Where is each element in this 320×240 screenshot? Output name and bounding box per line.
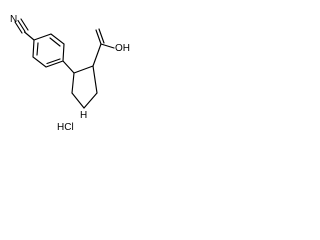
acid-oh-bond [100, 43, 115, 49]
pyrrolidine-ring [62, 60, 98, 109]
benzene-double-bond-3 [36, 42, 39, 56]
ring-amine-and-salt: H HCl [57, 110, 87, 133]
ring-nh-label: H [80, 110, 87, 121]
c5-n-bond [71, 92, 85, 109]
c3-c4-bond [73, 65, 94, 74]
nitrile-group: N [10, 14, 35, 41]
carboxylic-acid-group: OH [92, 28, 130, 67]
nitrile-triple-bond-b [17, 19, 26, 33]
c4-c5-bond [71, 72, 75, 94]
aryl-to-ring-bond [62, 60, 75, 74]
carbonyl-double-bond-a [95, 29, 102, 45]
nitrile-nitrogen-label: N [10, 14, 17, 25]
chemical-structure: N OH H HCl [10, 14, 130, 133]
c2-c3-bond [92, 65, 98, 94]
benzene-ring [32, 33, 65, 68]
carboxyl-oh-label: OH [115, 43, 130, 54]
acid-carbon-bond [92, 43, 102, 67]
carbonyl-double-bond-b [98, 28, 105, 44]
n-c2-bond [83, 92, 98, 109]
benzene-double-bond-2 [46, 58, 61, 65]
benzene-double-bond-1 [49, 37, 61, 47]
nitrile-triple-bond-a [14, 21, 23, 34]
aryl-nitrile-bond [23, 31, 35, 41]
nitrile-triple-bond-c [20, 18, 29, 31]
hcl-salt-label: HCl [57, 122, 74, 133]
